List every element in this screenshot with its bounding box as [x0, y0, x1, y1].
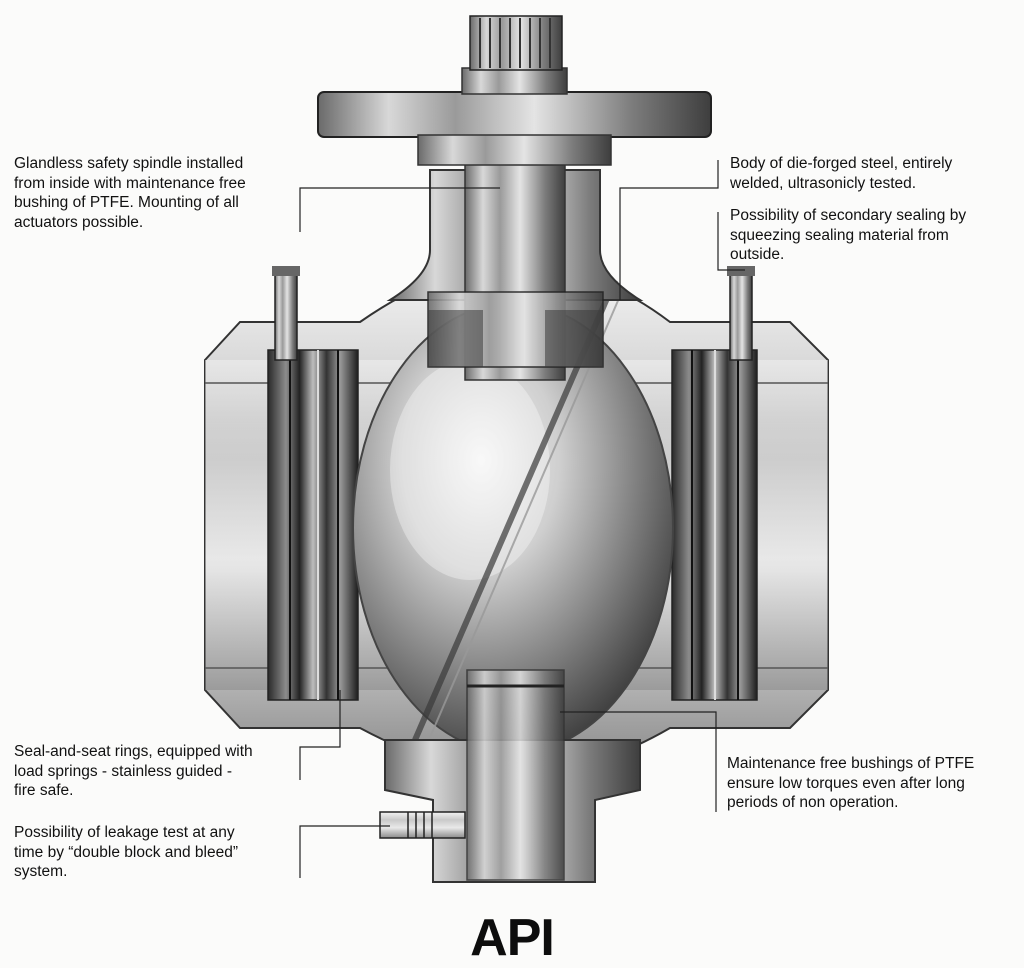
- callout-seat-rings: Seal-and-seat rings, equipped with load …: [14, 743, 253, 799]
- bleed-valve: [379, 811, 466, 839]
- callout-forged-body: Body of die-forged steel, entirely welde…: [730, 155, 953, 192]
- brand-logo-text: API: [470, 909, 555, 967]
- bottom-trunnion: [384, 669, 641, 883]
- right-seat-rings: [671, 349, 758, 701]
- leader-lines: [299, 160, 745, 878]
- callout-ptfe-bushings: Maintenance free bushings of PTFE ensure…: [727, 755, 975, 811]
- mounting-flange: [317, 67, 712, 166]
- sealant-injection-fittings: [272, 266, 755, 361]
- callout-glandless-spindle: Glandless safety spindle installed from …: [14, 155, 246, 231]
- callout-secondary-sealing: Possibility of secondary sealing by sque…: [730, 207, 967, 263]
- valve-ball: [352, 278, 674, 754]
- spindle-housing: [386, 139, 644, 381]
- spindle-spline: [469, 15, 563, 71]
- callout-leakage-test: Possibility of leakage test at any time …: [14, 824, 239, 880]
- left-seat-rings: [267, 349, 359, 701]
